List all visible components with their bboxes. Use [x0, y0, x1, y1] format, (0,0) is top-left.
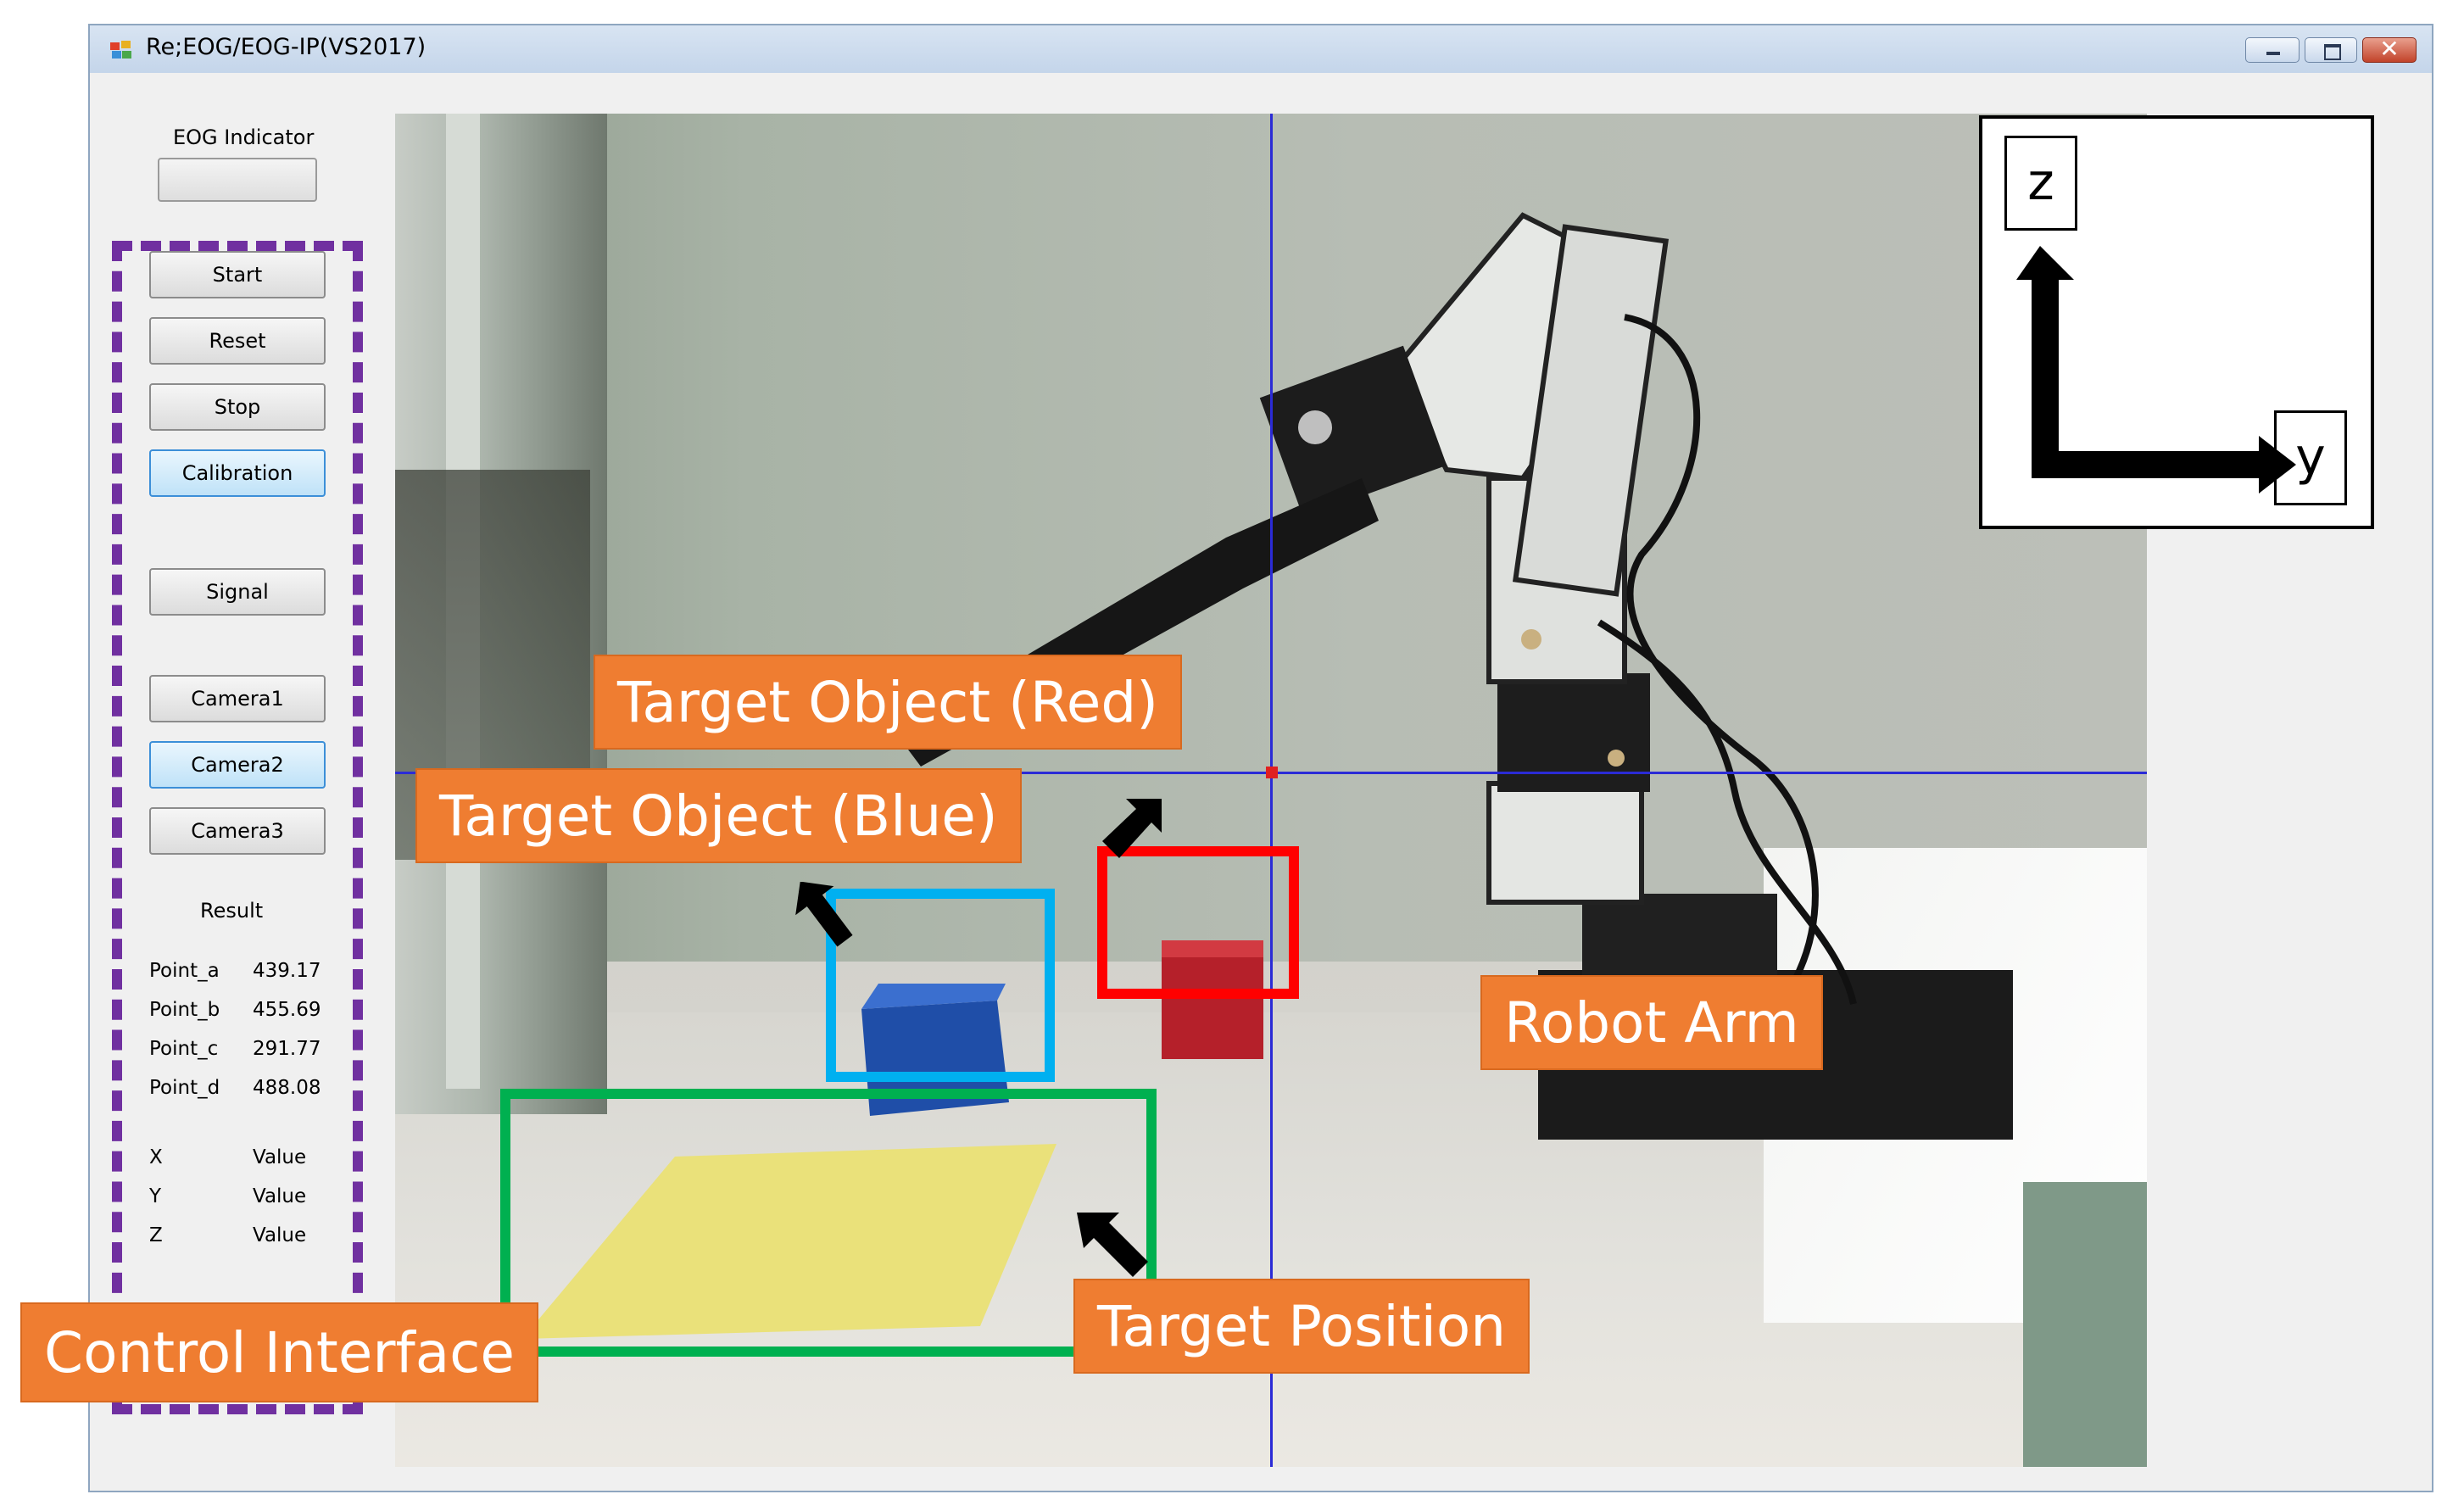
target-position-bounding-box: [500, 1089, 1157, 1357]
stop-button[interactable]: Stop: [149, 383, 326, 431]
crosshair-vertical: [1270, 114, 1273, 1467]
annotation-control-interface: Control Interface: [20, 1302, 539, 1402]
y-label: Y: [149, 1185, 162, 1207]
minimize-icon: [2266, 52, 2280, 55]
z-value: Value: [253, 1224, 307, 1246]
close-button[interactable]: ✕: [2362, 35, 2417, 63]
signal-button[interactable]: Signal: [149, 568, 326, 616]
point-c-value: 291.77: [253, 1038, 321, 1060]
camera3-button[interactable]: Camera3: [149, 807, 326, 855]
calibration-button[interactable]: Calibration: [149, 449, 326, 497]
maximize-button[interactable]: [2305, 37, 2357, 63]
annotation-target-red: Target Object (Red): [594, 655, 1182, 750]
camera-view[interactable]: [395, 114, 2147, 1467]
result-label: Result: [200, 899, 264, 923]
red-cube: [1162, 940, 1263, 1059]
start-button[interactable]: Start: [149, 251, 326, 298]
maximize-icon: [2324, 44, 2341, 60]
point-d-name: Point_d: [149, 1077, 220, 1099]
point-b-name: Point_b: [149, 999, 220, 1021]
point-b-value: 455.69: [253, 999, 321, 1021]
blue-object-arrow-icon: [783, 882, 853, 947]
x-value: Value: [253, 1146, 307, 1168]
red-object-arrow-icon: [1102, 799, 1162, 858]
point-a-name: Point_a: [149, 960, 220, 982]
app-icon: [110, 41, 132, 59]
point-d-value: 488.08: [253, 1077, 321, 1099]
annotation-target-position: Target Position: [1073, 1279, 1530, 1374]
reset-button[interactable]: Reset: [149, 317, 326, 365]
camera1-button[interactable]: Camera1: [149, 675, 326, 722]
annotation-robot-arm: Robot Arm: [1480, 975, 1823, 1070]
window-title: Re;EOG/EOG-IP(VS2017): [146, 34, 426, 60]
point-a-value: 439.17: [253, 960, 321, 982]
red-object-bounding-box: [1097, 846, 1299, 999]
x-label: X: [149, 1146, 163, 1168]
camera2-button[interactable]: Camera2: [149, 741, 326, 789]
z-axis-label: z: [2004, 136, 2077, 231]
control-interface-outline: [112, 241, 363, 1414]
z-label: Z: [149, 1224, 163, 1246]
annotation-target-blue: Target Object (Blue): [415, 768, 1022, 863]
point-c-name: Point_c: [149, 1038, 219, 1060]
title-bar[interactable]: Re;EOG/EOG-IP(VS2017) ✕: [90, 25, 2432, 74]
blue-object-bounding-box: [826, 889, 1055, 1082]
axis-arrows-icon: [2016, 246, 2296, 493]
target-position-arrow-icon: [1077, 1213, 1148, 1277]
close-icon: ✕: [2379, 35, 2400, 63]
axis-legend: z y: [1979, 115, 2374, 529]
crosshair-center-marker: [1266, 767, 1278, 778]
y-value: Value: [253, 1185, 307, 1207]
eog-indicator: [158, 158, 317, 202]
minimize-button[interactable]: [2245, 37, 2300, 63]
eog-indicator-label: EOG Indicator: [173, 125, 315, 149]
blue-cube: [861, 984, 1009, 1116]
camera-cloth: [2023, 1182, 2147, 1467]
yellow-target-sheet: [522, 1144, 1056, 1339]
